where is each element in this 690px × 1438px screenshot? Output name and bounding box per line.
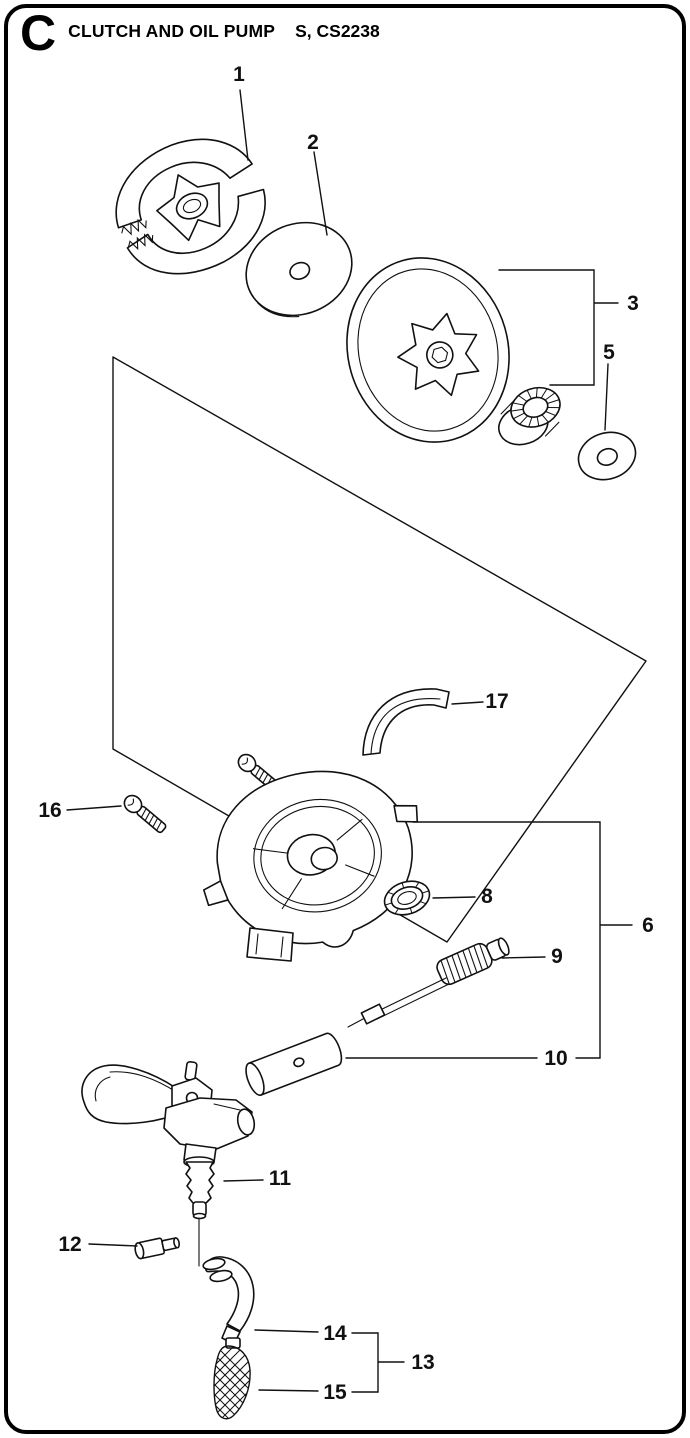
callout-11: 11 (269, 1167, 292, 1190)
screw-drawing (123, 794, 167, 834)
leader-2 (313, 151, 328, 236)
leader-1 (239, 89, 249, 161)
clutch-washer-drawing (245, 221, 353, 318)
callout-17: 17 (485, 690, 508, 713)
oil-filter-drawing (213, 1337, 251, 1420)
model-codes: S, CS2238 (295, 21, 380, 41)
callout-9: 9 (551, 945, 563, 968)
hose-fitting-drawing (134, 1237, 181, 1260)
leader-14 (254, 1329, 319, 1333)
callout-13: 13 (411, 1351, 434, 1374)
drum-washer-drawing (577, 431, 637, 481)
leader-15 (258, 1389, 319, 1392)
clutch-drum-drawing (346, 257, 510, 443)
leader-8 (432, 896, 476, 899)
title-block: CLUTCH AND OIL PUMP S, CS2238 (68, 8, 380, 42)
worm-cover-drawing (362, 688, 450, 756)
pump-body (163, 1097, 253, 1151)
seal-grooves (384, 881, 430, 915)
leader-9 (501, 956, 546, 959)
leader-bracket-3 (498, 269, 619, 386)
section-letter: C (20, 5, 57, 61)
seal-ring-drawing (383, 880, 431, 916)
callout-16: 16 (38, 799, 61, 822)
needle-bearing-drawing (498, 386, 561, 446)
header: C CLUTCH AND OIL PUMP S, CS2238 (20, 8, 380, 58)
pump-plunger-drawing (347, 977, 450, 1028)
clutch-spring (127, 233, 154, 251)
oil-pump-assembly-drawing (81, 1060, 256, 1220)
callout-6: 6 (642, 914, 654, 937)
clutch-spring (121, 218, 147, 236)
filter-mesh (214, 1346, 251, 1419)
leader-17 (451, 701, 484, 705)
leader-5 (604, 363, 609, 431)
housing-foot (246, 927, 294, 962)
callout-1: 1 (233, 63, 245, 86)
callout-14: 14 (323, 1322, 347, 1345)
callout-5: 5 (603, 341, 615, 364)
needle-rollers (510, 387, 560, 428)
callout-10: 10 (544, 1047, 567, 1070)
clutch-assembly-drawing (115, 138, 266, 275)
leader-11 (223, 1179, 264, 1182)
leader-bracket-6 (412, 821, 633, 1059)
page-title: CLUTCH AND OIL PUMP (68, 21, 276, 41)
callout-8: 8 (481, 885, 493, 908)
reference-plane-outline (112, 356, 647, 943)
leader-bracket-13 (351, 1332, 405, 1393)
leader-16 (66, 805, 122, 811)
callout-3: 3 (627, 292, 639, 315)
pump-cylinder-drawing (245, 1032, 343, 1096)
leader-12 (88, 1243, 138, 1247)
oil-pump-housing-drawing (203, 770, 419, 948)
callout-2: 2 (307, 131, 319, 154)
callout-15: 15 (323, 1381, 347, 1404)
callout-12: 12 (58, 1233, 81, 1256)
oil-pickup-elbow-drawing (202, 1256, 255, 1345)
worm-gear-drawing (436, 937, 510, 986)
sprocket (397, 312, 480, 397)
pump-ribbed-stem (185, 1161, 215, 1204)
